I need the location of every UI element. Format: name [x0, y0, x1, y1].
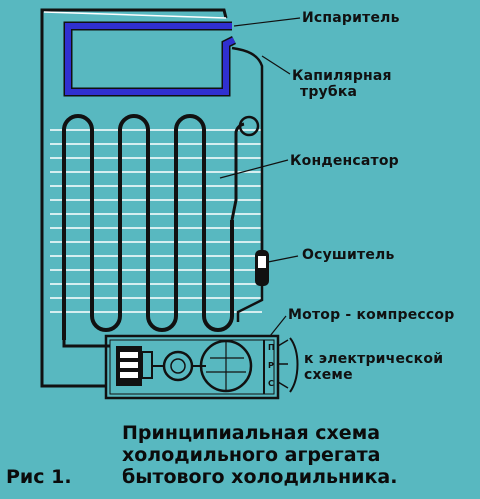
leader-lines — [219, 17, 301, 337]
label-dryer: Осушитель — [302, 247, 395, 263]
dryer — [236, 230, 269, 322]
label-condenser: Конденсатор — [290, 153, 399, 169]
evaporator — [63, 21, 237, 97]
label-to-circuit-line2: схеме — [304, 367, 353, 383]
terminal-s: С — [268, 379, 274, 388]
terminal-r: Р — [268, 361, 274, 370]
caption-line2: холодильного агрегата — [122, 444, 381, 466]
terminals: П Р С — [268, 337, 299, 393]
label-evaporator: Испаритель — [302, 10, 400, 26]
label-to-circuit: к электрической схеме — [304, 351, 443, 383]
label-to-circuit-line1: к электрической — [304, 351, 444, 367]
suction-line — [40, 8, 228, 388]
label-capillary-line1: Капилярная — [292, 68, 392, 84]
label-capillary: Капилярная трубка — [292, 68, 392, 100]
condenser-fins — [50, 129, 262, 313]
terminal-p: П — [268, 343, 275, 352]
capillary-tube — [231, 46, 264, 250]
motor-compressor — [104, 334, 280, 400]
figure-number: Рис 1. — [6, 466, 72, 488]
capillary-coil — [238, 115, 260, 137]
label-motor-compressor: Мотор - компрессор — [288, 307, 455, 323]
caption-line1: Принципиальная схема — [122, 422, 381, 444]
condenser-coil — [62, 114, 234, 340]
figure-caption: Принципиальная схема холодильного агрега… — [0, 418, 480, 498]
label-capillary-line2: трубка — [300, 84, 358, 100]
caption-line3: бытового холодильника. — [122, 466, 398, 488]
